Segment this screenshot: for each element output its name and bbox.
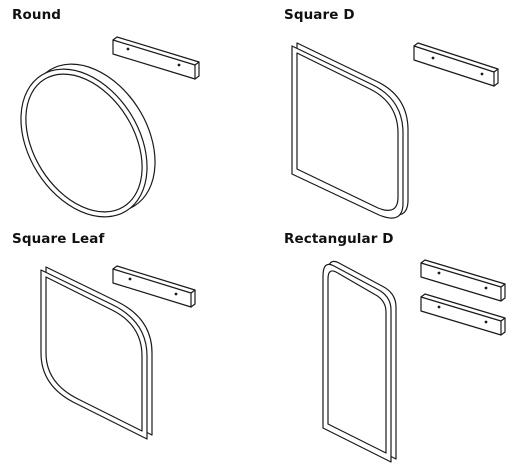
panel-title-square-d: Square D: [284, 7, 355, 23]
rectangular-d-mirror-icon: [322, 260, 397, 463]
panel-title-square-leaf: Square Leaf: [12, 231, 105, 247]
panel-square-leaf: Square Leaf: [0, 231, 256, 470]
mounting-bracket-icon: [420, 259, 506, 302]
round-mirror-icon: [20, 63, 156, 218]
mounting-bracket-icon: [112, 36, 200, 80]
panel-square-d: Square D: [256, 0, 513, 235]
square-leaf-mirror-icon: [40, 266, 153, 440]
mounting-bracket-icon: [413, 42, 499, 87]
panel-rectangular-d: Rectangular D: [256, 231, 513, 470]
panel-title-round: Round: [12, 7, 62, 23]
mounting-bracket-icon: [112, 265, 196, 308]
mounting-bracket-icon: [420, 293, 506, 336]
panel-round: Round: [0, 0, 256, 235]
square-d-mirror-icon: [291, 42, 409, 219]
panel-title-rectangular-d: Rectangular D: [284, 231, 394, 247]
